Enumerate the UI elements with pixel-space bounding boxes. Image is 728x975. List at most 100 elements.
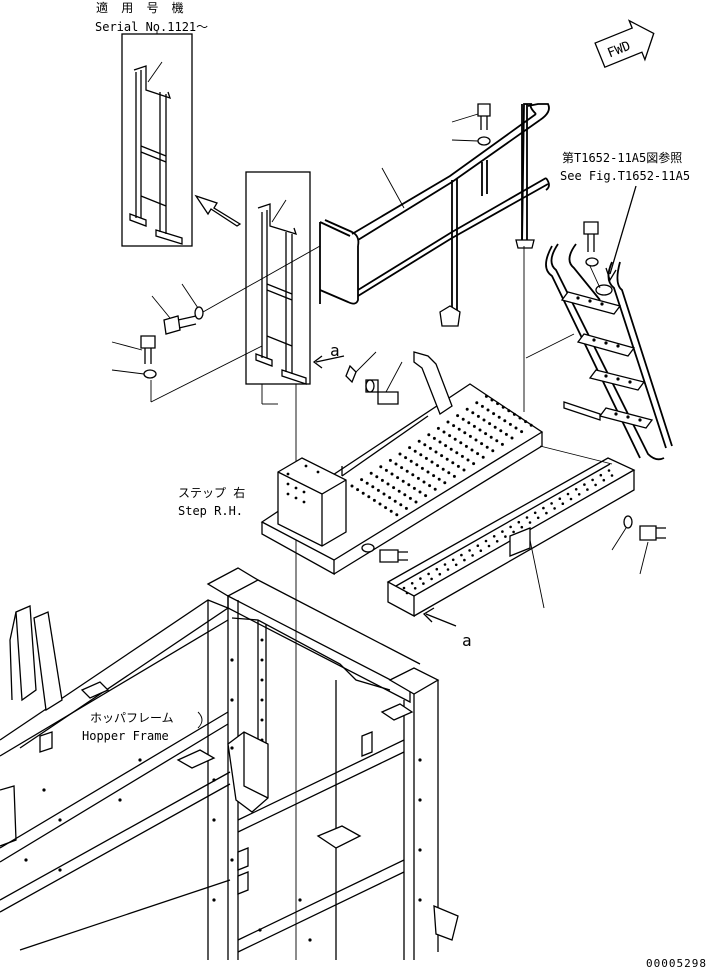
hole (476, 544, 480, 547)
hole (379, 465, 383, 469)
hole (599, 473, 603, 477)
hole (574, 488, 578, 491)
hole (455, 451, 459, 455)
hole (409, 459, 413, 463)
hole (607, 469, 611, 472)
hole (401, 479, 405, 483)
hole (398, 452, 402, 456)
hole (417, 439, 421, 443)
hole (482, 418, 486, 422)
hole (371, 485, 375, 489)
hole (488, 422, 492, 426)
stair-assembly (525, 185, 673, 461)
hole (384, 468, 388, 472)
hole (405, 469, 409, 473)
hole (230, 698, 234, 702)
hole (486, 408, 490, 412)
hole (510, 436, 514, 440)
hole (472, 424, 476, 428)
hole (550, 502, 553, 505)
hole (367, 495, 371, 499)
hole (422, 582, 425, 585)
hole (493, 425, 497, 429)
hole (497, 415, 501, 419)
hole (512, 530, 515, 534)
hole (434, 450, 438, 454)
hole (558, 497, 562, 501)
hole (456, 464, 460, 468)
hole (452, 424, 456, 428)
hopper-frame (0, 567, 459, 960)
callout-a-bottom: a (462, 631, 472, 650)
hole (492, 535, 496, 538)
bolt-top-center (451, 103, 491, 146)
hole (418, 848, 422, 852)
hole (503, 419, 507, 423)
hole (356, 488, 360, 492)
hole (432, 474, 436, 478)
hole (42, 788, 46, 792)
hole (415, 463, 419, 467)
hole (465, 407, 469, 411)
hole (461, 417, 465, 421)
hole (466, 458, 470, 462)
hole (424, 456, 428, 460)
hole (388, 458, 392, 462)
hole (520, 525, 524, 529)
hole (380, 478, 384, 482)
hole (360, 478, 364, 482)
hole (390, 472, 394, 476)
hole (138, 758, 142, 762)
hole (610, 474, 614, 477)
step-label-en: Step R.H. (178, 504, 243, 518)
beam-perforations (402, 469, 614, 595)
hole (525, 516, 529, 519)
hole (492, 412, 496, 416)
hole (441, 467, 445, 471)
hole (428, 484, 432, 488)
inset-ladder-detail (121, 31, 193, 247)
hole (393, 499, 397, 503)
platform-perforations (350, 394, 533, 517)
hole (553, 507, 556, 510)
reference-label-jp: 第T1652-11A5図参照 (562, 150, 682, 165)
hole (394, 462, 398, 466)
hole (542, 506, 545, 510)
side-beam (386, 445, 666, 627)
hole (422, 480, 426, 484)
hole (457, 427, 461, 431)
hole (436, 464, 440, 468)
hole (456, 414, 460, 418)
hole (423, 443, 427, 447)
hole (446, 568, 450, 571)
reference-label-en: See Fig.T1652-11A5 (560, 169, 690, 183)
hole (230, 858, 234, 862)
hole (395, 513, 399, 517)
hole (569, 497, 573, 501)
hole (418, 490, 422, 494)
hole (424, 494, 428, 498)
hole (416, 476, 420, 480)
bolt-assembly-left (111, 245, 321, 403)
hole (474, 438, 478, 442)
hole (501, 530, 504, 533)
hole (408, 496, 412, 500)
hole (484, 539, 488, 543)
hole (467, 421, 471, 425)
hole (463, 558, 466, 562)
hole (443, 563, 447, 566)
hole (496, 402, 500, 406)
handrail (319, 103, 550, 412)
hole (438, 440, 442, 444)
hole (445, 457, 449, 461)
hole (414, 500, 418, 504)
hole (480, 442, 484, 446)
hole (591, 478, 594, 482)
hole (420, 466, 424, 470)
hole (577, 493, 581, 496)
hole (452, 474, 456, 478)
hole (369, 471, 373, 475)
hole (419, 453, 423, 457)
hole (58, 868, 62, 872)
